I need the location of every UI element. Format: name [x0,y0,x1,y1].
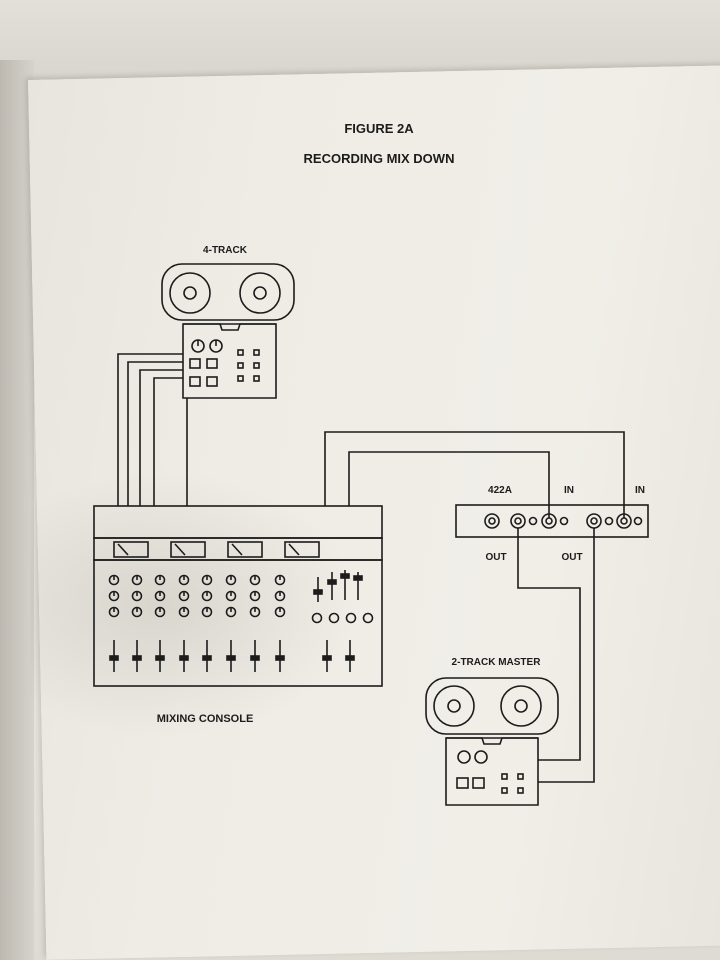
cables-interface-to-master [517,528,595,783]
console-knob-grid [108,574,374,624]
mixing-console-label: MIXING CONSOLE [157,713,254,725]
master-label: 2-TRACK MASTER [452,657,542,668]
console-fader-row [109,570,363,672]
interface-422a [455,504,649,538]
fader-cap [275,655,285,661]
shadow-area [30,470,360,740]
knob-icon [311,612,323,624]
fader-cap [226,655,236,661]
master-reel-housing [425,677,559,735]
figure-number: FIGURE 2A [344,121,414,136]
tape-reel-icon [433,685,475,727]
four-track-label: 4-TRACK [203,245,248,256]
figure-title: RECORDING MIX DOWN [304,151,455,166]
fader-cap [179,655,189,661]
fader-cap [327,579,337,585]
jack-icon [510,513,526,529]
tape-reel-icon [500,685,542,727]
fader-cap [353,575,363,581]
fader-cap [202,655,212,661]
tape-reel-icon [239,272,281,314]
fader-cap [132,655,142,661]
four-track-reel-housing [161,263,295,321]
fader-cap [322,655,332,661]
fader-cap [109,655,119,661]
page-edge [0,60,34,960]
out-label-1: OUT [485,552,506,563]
fader-cap [250,655,260,661]
fader-cap [155,655,165,661]
cables-console-to-interface [324,431,625,518]
mixing-console [93,505,383,687]
in-label-2: IN [635,485,645,496]
knob-icon [362,612,374,624]
four-track-body [182,323,277,399]
fader-cap [340,573,350,579]
fader-cap [313,589,323,595]
knob-icon [328,612,340,624]
two-track-master-deck [425,677,559,806]
cables-four-track-to-console [117,353,188,506]
interface-label: 422A [488,485,512,496]
four-track-deck [161,263,295,399]
jack-icon [586,513,602,529]
fader-cap [345,655,355,661]
tape-reel-icon [169,272,211,314]
jack-icon [484,513,500,529]
master-body [445,737,539,806]
out-label-2: OUT [561,552,582,563]
jack-icon [541,513,557,529]
in-label-1: IN [564,485,574,496]
knob-icon [345,612,357,624]
jack-icon [616,513,632,529]
